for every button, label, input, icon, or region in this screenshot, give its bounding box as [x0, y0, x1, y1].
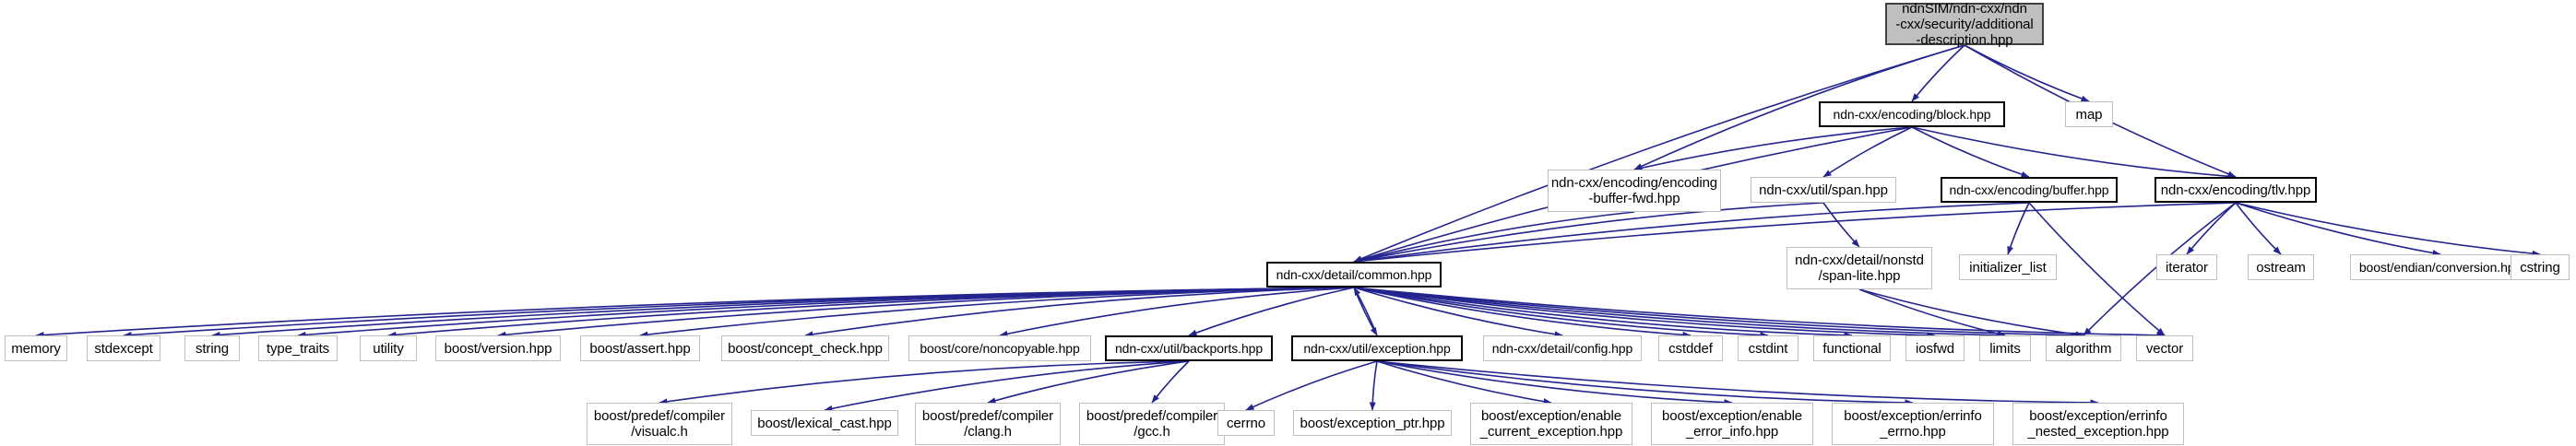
graph-node-vector[interactable]: vector: [2136, 335, 2193, 361]
graph-node-cstring[interactable]: cstring: [2511, 254, 2570, 280]
graph-node-backports[interactable]: ndn-cxx/util/backports.hpp: [1105, 335, 1273, 361]
graph-edge-common-to-config: [1353, 287, 1563, 338]
graph-node-errno[interactable]: boost/exception/errinfo _errno.hpp: [1832, 403, 1994, 445]
graph-node-stdexcept[interactable]: stdexcept: [87, 335, 160, 361]
graph-edge-exception-to-exptr: [1369, 360, 1378, 411]
graph-edge-tlv-to-ostream: [2235, 202, 2282, 255]
graph-edge-exception-to-enerr: [1376, 360, 1733, 406]
graph-node-initlist[interactable]: initializer_list: [1959, 254, 2057, 280]
graph-node-root[interactable]: ndnSIM/ndn-cxx/ndn -cxx/security/additio…: [1885, 1, 2044, 48]
graph-edge-tlv-to-iterator: [2186, 202, 2237, 255]
graph-edge-common-to-memory: [35, 287, 1355, 338]
graph-edge-backports-to-pgcc: [1151, 360, 1190, 404]
graph-edge-exception-to-ernest: [1376, 360, 2099, 406]
graph-edge-common-to-string: [211, 287, 1355, 338]
graph-edge-root-to-block: [1911, 44, 1965, 102]
graph-edge-common-to-exception: [1353, 287, 1378, 336]
graph-node-bassert[interactable]: boost/assert.hpp: [580, 335, 700, 361]
graph-node-bversion[interactable]: boost/version.hpp: [435, 335, 561, 361]
graph-edge-tlv-to-cstring: [2235, 202, 2541, 257]
graph-node-buffer[interactable]: ndn-cxx/encoding/buffer.hpp: [1941, 177, 2118, 203]
graph-edge-exception-to-encurr: [1376, 360, 1552, 405]
graph-edge-exception-to-cerrno: [1245, 360, 1378, 411]
graph-node-bconcept[interactable]: boost/concept_check.hpp: [721, 335, 889, 361]
graph-edge-common-to-iosfwd: [1353, 287, 1936, 339]
graph-node-memory[interactable]: memory: [5, 335, 67, 361]
graph-node-iosfwd[interactable]: iosfwd: [1905, 335, 1965, 361]
graph-edge-exception-to-errno: [1376, 360, 1914, 406]
graph-edge-spanlite-to-limits: [1858, 288, 2006, 337]
graph-edge-block-to-encbuffwd: [1633, 126, 1913, 171]
graph-edge-block-to-buffer: [1911, 126, 2030, 178]
graph-node-functional[interactable]: functional: [1813, 335, 1891, 361]
graph-edge-root-to-map: [1964, 44, 2090, 102]
graph-edge-exception-to-common: [1353, 287, 1378, 336]
graph-node-block[interactable]: ndn-cxx/encoding/block.hpp: [1819, 101, 2005, 127]
graph-node-pclang[interactable]: boost/predef/compiler /clang.h: [915, 403, 1061, 445]
graph-node-cstddef[interactable]: cstddef: [1658, 335, 1723, 361]
graph-node-span[interactable]: ndn-cxx/util/span.hpp: [1751, 177, 1896, 203]
graph-node-ernest[interactable]: boost/exception/errinfo _nested_exceptio…: [2012, 403, 2184, 445]
graph-edge-common-to-limits: [1353, 287, 2006, 339]
graph-edge-backports-to-pclang: [987, 360, 1190, 405]
graph-edge-span-to-spanlite: [1822, 202, 1860, 248]
graph-edge-common-to-vector: [1353, 287, 2166, 339]
graph-edge-block-to-span: [1822, 126, 1913, 178]
graph-node-encurr[interactable]: boost/exception/enable _current_exceptio…: [1470, 403, 1632, 445]
graph-edge-block-to-tlv: [1911, 126, 2237, 180]
graph-node-ostream[interactable]: ostream: [2248, 254, 2314, 280]
graph-edge-common-to-backports: [1188, 287, 1355, 336]
graph-node-tlv[interactable]: ndn-cxx/encoding/tlv.hpp: [2155, 177, 2317, 203]
graph-node-iterator[interactable]: iterator: [2156, 254, 2217, 280]
graph-edge-encbuffwd-to-common: [1353, 211, 1635, 264]
graph-node-map[interactable]: map: [2065, 101, 2113, 127]
graph-node-bnoncopy[interactable]: boost/core/noncopyable.hpp: [908, 335, 1091, 361]
graph-node-utility[interactable]: utility: [360, 335, 417, 361]
graph-edge-root-to-common: [1353, 44, 1965, 263]
graph-edge-common-to-stdexcept: [123, 287, 1355, 338]
graph-edge-spanlite-to-algorithm: [1858, 288, 2084, 338]
graph-edge-common-to-bassert: [639, 287, 1355, 338]
graph-edge-backports-to-pvisualc: [659, 360, 1190, 405]
graph-node-pvisualc[interactable]: boost/predef/compiler /visualc.h: [587, 403, 732, 445]
graph-node-typetraits[interactable]: type_traits: [258, 335, 338, 361]
graph-node-limits[interactable]: limits: [1979, 335, 2031, 361]
graph-node-config[interactable]: ndn-cxx/detail/config.hpp: [1483, 335, 1642, 361]
graph-node-lexical[interactable]: boost/lexical_cast.hpp: [751, 410, 898, 436]
graph-node-cstdint[interactable]: cstdint: [1738, 335, 1798, 361]
graph-edge-common-to-bconcept: [804, 287, 1355, 338]
graph-edge-common-to-bnoncopy: [999, 287, 1355, 337]
graph-edge-tlv-to-endian: [2235, 202, 2441, 256]
graph-node-endian[interactable]: boost/endian/conversion.hpp: [2350, 254, 2531, 280]
graph-node-encbuffwd[interactable]: ndn-cxx/encoding/encoding -buffer-fwd.hp…: [1548, 170, 1721, 212]
graph-node-common[interactable]: ndn-cxx/detail/common.hpp: [1266, 262, 1442, 288]
graph-edge-common-to-typetraits: [297, 287, 1355, 338]
graph-edge-common-to-functional: [1353, 287, 1853, 339]
graph-node-algorithm[interactable]: algorithm: [2046, 335, 2121, 361]
graph-edge-common-to-bversion: [497, 287, 1355, 338]
graph-node-exptr[interactable]: boost/exception_ptr.hpp: [1293, 410, 1452, 436]
graph-edge-common-to-cstdint: [1353, 287, 1769, 339]
graph-edge-common-to-utility: [387, 287, 1355, 338]
graph-node-pgcc[interactable]: boost/predef/compiler /gcc.h: [1079, 403, 1225, 445]
graph-node-enerr[interactable]: boost/exception/enable _error_info.hpp: [1651, 403, 1813, 445]
graph-node-string[interactable]: string: [184, 335, 240, 361]
graph-edge-buffer-to-initlist: [2007, 202, 2030, 255]
graph-edge-common-to-cstddef: [1353, 287, 1692, 338]
graph-node-spanlite[interactable]: ndn-cxx/detail/nonstd /span-lite.hpp: [1787, 247, 1932, 289]
graph-edge-common-to-algorithm: [1353, 287, 2084, 339]
graph-node-cerrno[interactable]: cerrno: [1217, 410, 1275, 436]
graph-node-exception[interactable]: ndn-cxx/util/exception.hpp: [1291, 335, 1463, 361]
